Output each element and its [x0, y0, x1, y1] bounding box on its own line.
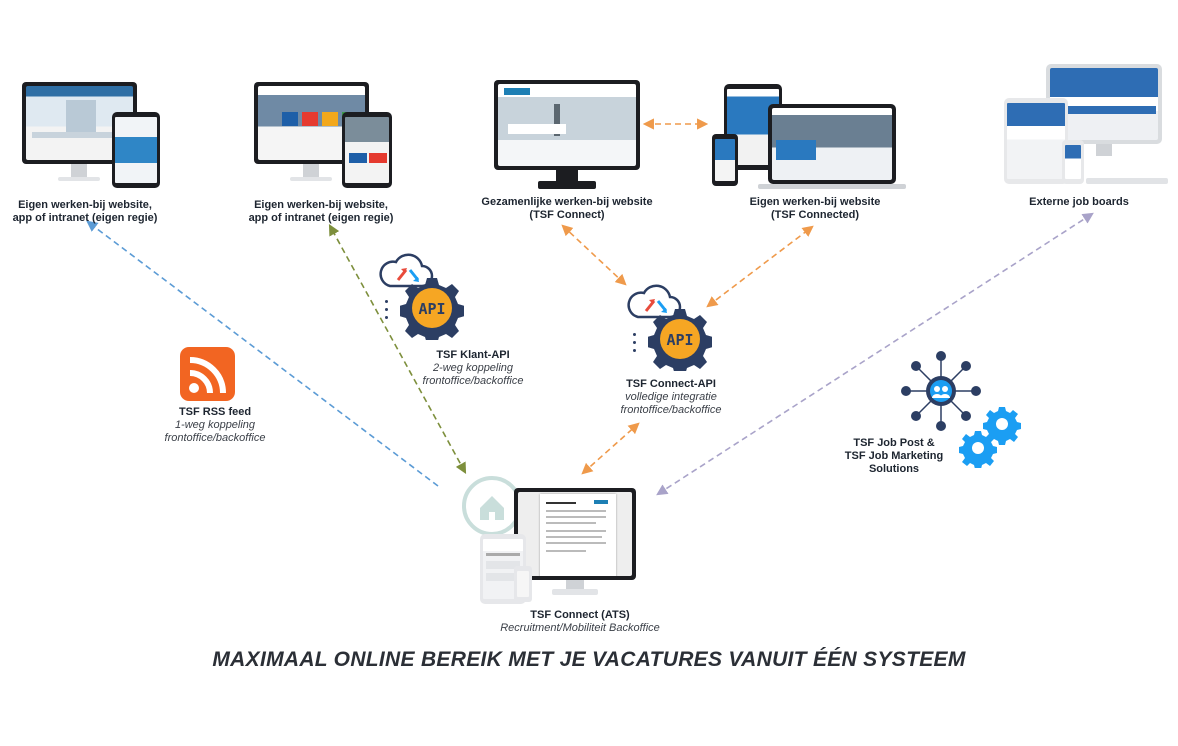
rss-feed-icon [180, 347, 235, 401]
shared-site-title-line1: Gezamenlijke werken-bij website [481, 196, 653, 208]
job-boards-label: Externe job boards [1016, 196, 1142, 209]
connected-site-title-line2: (TSF Connected) [771, 209, 859, 221]
rss-sub1: 1-weg koppeling [174, 419, 256, 431]
connect-api-icon: API [624, 283, 716, 375]
own-site-2-title-line1: Eigen werken-bij website, [254, 199, 388, 211]
klant-api-badge: API [418, 300, 445, 318]
connect-api-to-ats-connector [581, 422, 640, 475]
connect-api-sub1: volledige integratie [625, 391, 717, 403]
job-post-title-line3: Solutions [868, 463, 920, 475]
ats-devices [460, 474, 640, 606]
own-site-1-title-line1: Eigen werken-bij website, [18, 199, 152, 211]
job-boards-devices [1004, 64, 1170, 190]
job-boards-title: Externe job boards [1029, 196, 1129, 208]
connected-site-label: Eigen werken-bij website (TSF Connected) [720, 196, 910, 222]
klant-api-title: TSF Klant-API [436, 349, 510, 361]
klant-api-label: TSF Klant-API 2-weg koppeling frontoffic… [398, 349, 548, 388]
own-site-2-title-line2: app of intranet (eigen regie) [248, 212, 394, 224]
connected-site-title-line1: Eigen werken-bij website [749, 196, 881, 208]
ats-sub: Recruitment/Mobiliteit Backoffice [500, 622, 660, 634]
gear-api-icon: API [400, 278, 464, 340]
page-title: MAXIMAAL ONLINE BEREIK MET JE VACATURES … [212, 648, 966, 671]
cloud-sync-icon [379, 253, 434, 288]
klant-api-connector [328, 224, 467, 474]
own-site-1-title-line2: app of intranet (eigen regie) [12, 212, 158, 224]
own-site-1-devices [22, 82, 167, 192]
gear-api-icon: API [648, 309, 712, 371]
connect-api-badge: API [666, 331, 693, 349]
job-post-title-line2: TSF Job Marketing [844, 450, 944, 462]
connect-api-to-shared-connector [561, 224, 627, 286]
gears-icon [959, 407, 1021, 468]
jobboard-connector [656, 212, 1094, 496]
connected-site-devices [706, 84, 910, 192]
rss-title: TSF RSS feed [178, 406, 252, 418]
own-site-1-label: Eigen werken-bij website, app of intrane… [0, 199, 170, 225]
own-site-2-devices [254, 82, 399, 192]
connect-api-title: TSF Connect-API [626, 378, 716, 390]
rss-sub2: frontoffice/backoffice [164, 432, 266, 444]
connect-api-label: TSF Connect-API volledige integratie fro… [596, 378, 746, 417]
klant-api-sub2: frontoffice/backoffice [422, 375, 524, 387]
ats-title: TSF Connect (ATS) [530, 609, 630, 621]
network-hub-icon [901, 351, 981, 431]
own-site-2-label: Eigen werken-bij website, app of intrane… [226, 199, 416, 225]
connect-api-sub2: frontoffice/backoffice [620, 404, 722, 416]
klant-api-sub1: 2-weg koppeling [432, 362, 514, 374]
shared-site-title-line2: (TSF Connect) [529, 209, 605, 221]
klant-api-icon: API [376, 252, 466, 344]
rss-label: TSF RSS feed 1-weg koppeling frontoffice… [135, 406, 295, 445]
job-post-title-line1: TSF Job Post & [853, 437, 935, 449]
cloud-sync-icon [627, 284, 682, 319]
job-post-label: TSF Job Post & TSF Job Marketing Solutio… [834, 437, 954, 476]
shared-site-devices [494, 80, 640, 192]
connect-api-to-connected-connector [706, 225, 814, 308]
ats-label: TSF Connect (ATS) Recruitment/Mobiliteit… [480, 609, 680, 635]
shared-site-label: Gezamenlijke werken-bij website (TSF Con… [462, 196, 672, 222]
